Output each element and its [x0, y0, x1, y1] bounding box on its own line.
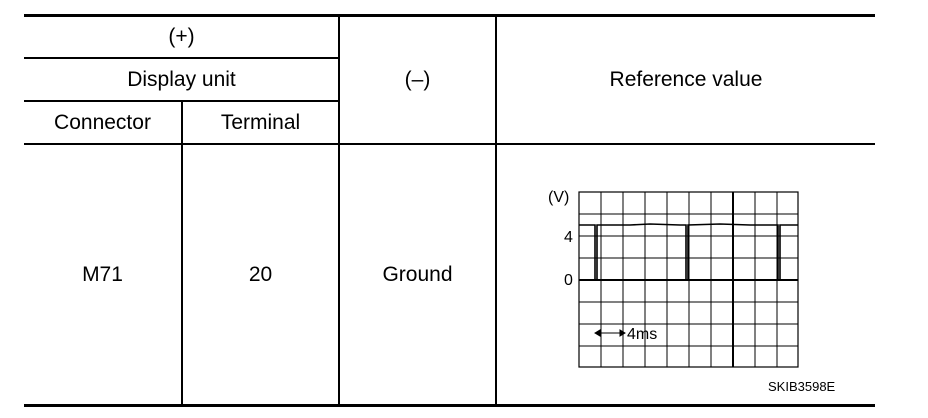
divider-plus-minus: [338, 15, 340, 406]
header-terminal: Terminal: [220, 110, 301, 134]
table-bottom-rule: [24, 404, 875, 407]
divider-connector-terminal: [181, 101, 183, 406]
level-high-label: 4: [564, 229, 573, 246]
level-low-label: 0: [564, 272, 573, 289]
header-display-unit: Display unit: [127, 67, 236, 91]
header-plus: (+): [168, 25, 195, 48]
header-connector: Connector: [54, 110, 151, 134]
axis-unit-label: (V): [548, 189, 569, 206]
header-reference-value: Reference value: [609, 68, 763, 91]
reference-waveform-figure: (V) 4 0 4ms: [548, 189, 799, 368]
rule-under-plus: [24, 57, 340, 59]
cell-terminal: 20: [248, 262, 273, 286]
cell-connector: M71: [82, 262, 123, 286]
header-minus: (–): [404, 68, 431, 91]
divider-minus-reference: [495, 15, 497, 406]
time-division-marker: [594, 329, 626, 337]
waveform-trace: [579, 223, 798, 281]
header-bottom-rule: [24, 143, 875, 145]
table-top-rule: [24, 14, 875, 17]
cell-ground: Ground: [382, 262, 453, 286]
figure-code: SKIB3598E: [768, 379, 836, 394]
time-division-label: 4ms: [627, 326, 657, 343]
